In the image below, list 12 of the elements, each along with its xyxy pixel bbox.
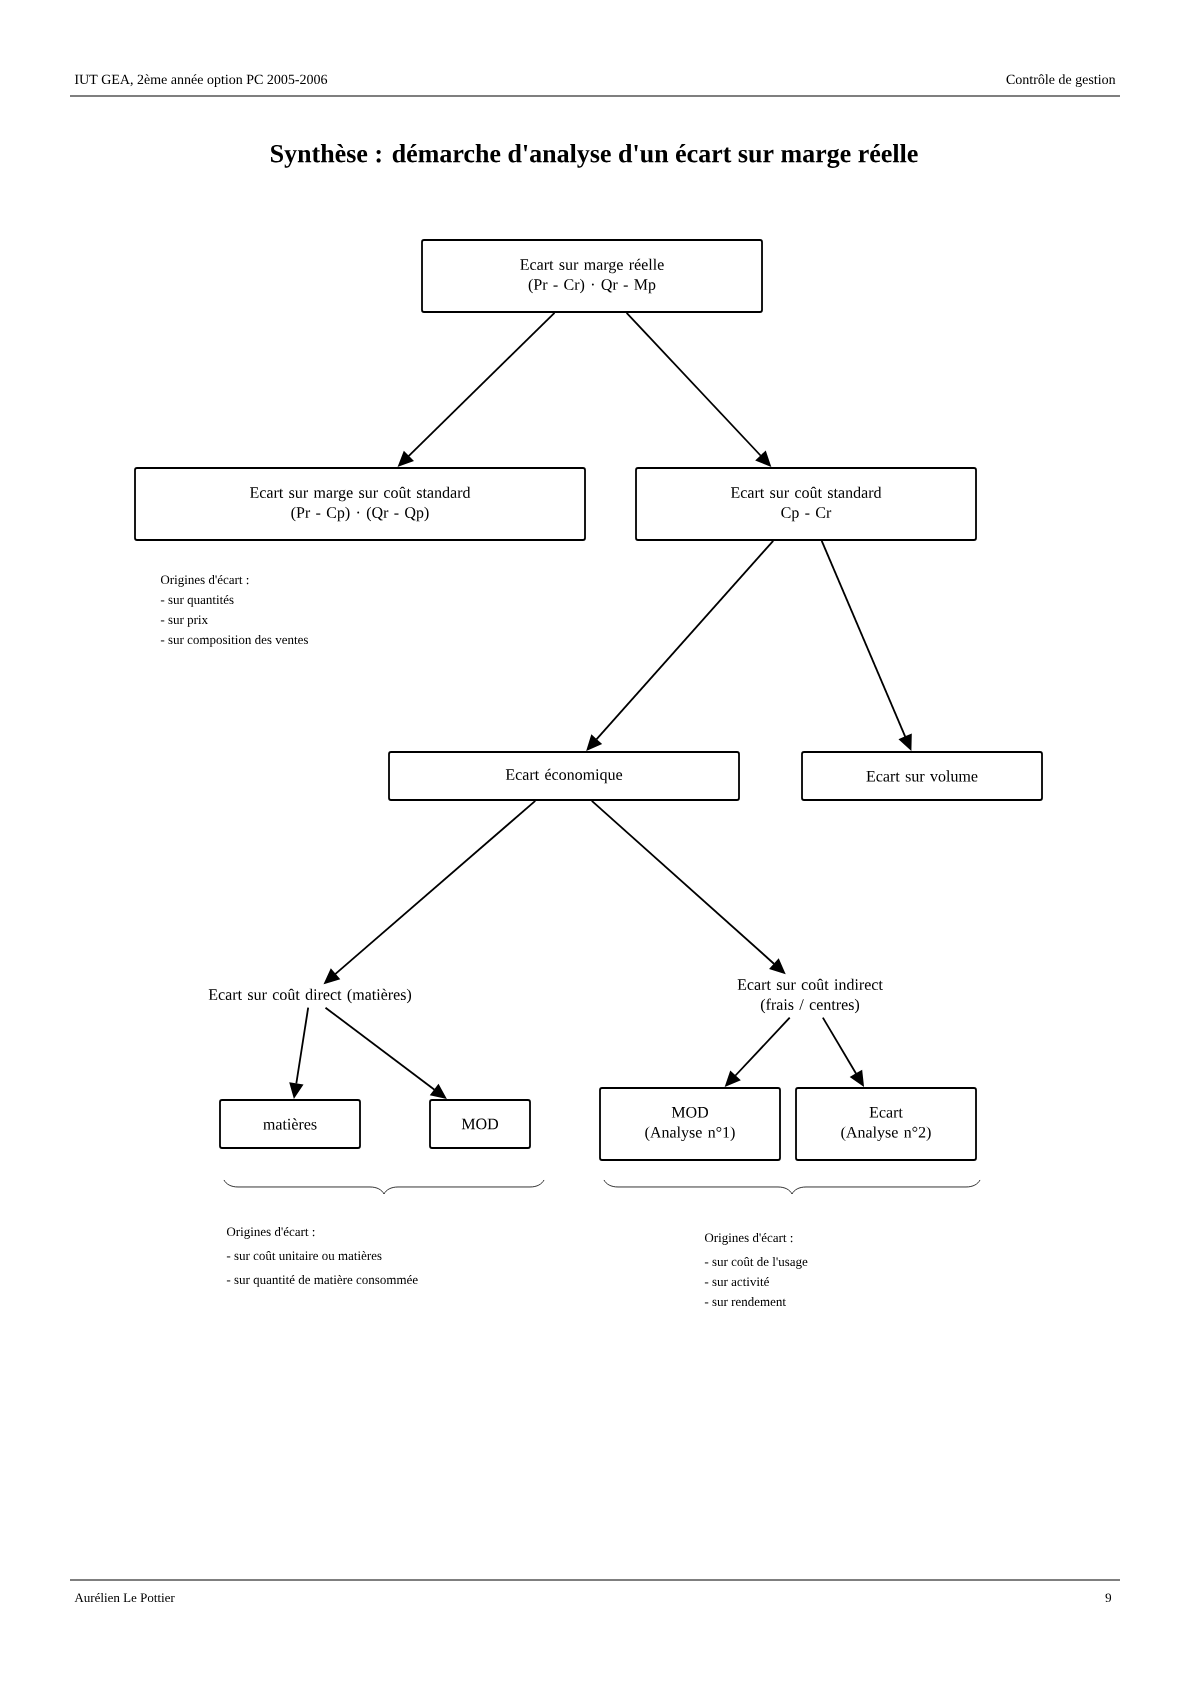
process-box: MOD xyxy=(429,1099,531,1149)
title: Synthèse : démarche d'analyse d'un écart sur marge réelle xyxy=(271,144,918,168)
process-box: Ecart (Analyse n°2) xyxy=(795,1087,977,1161)
process-box: Ecart sur marge sur coût standard (Pr - Cp) · (Qr - Qp) xyxy=(134,467,586,541)
process-box: matières xyxy=(219,1099,361,1149)
process-box: Ecart économique xyxy=(388,751,740,801)
process-box: Ecart sur marge réelle (Pr - Cr) · Qr - Mp xyxy=(421,239,763,313)
node-text: Ecart sur coût indirect (frais / centres) xyxy=(737,978,883,1014)
node-text: Ecart sur coût direct (matières) xyxy=(208,988,412,1004)
process-box: Ecart sur coût standard Cp - Cr xyxy=(635,467,977,541)
process-box: MOD (Analyse n°1) xyxy=(599,1087,781,1161)
process-box: Ecart sur volume xyxy=(801,751,1043,801)
